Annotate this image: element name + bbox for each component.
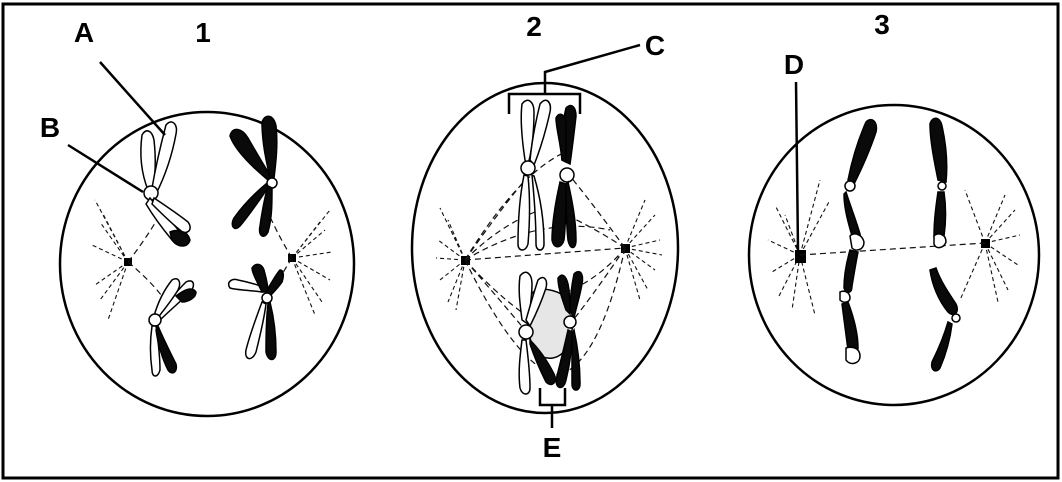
stage-label-3: 3 <box>874 9 890 40</box>
part-label-c: C <box>645 30 665 61</box>
aster-left-3 <box>767 179 831 316</box>
stage-label-2: 2 <box>526 11 542 42</box>
chromosome-pair-upper <box>517 99 577 251</box>
chromosome-white-upper <box>140 121 191 247</box>
aster-right-1 <box>288 209 333 316</box>
part-label-a: A <box>74 17 94 48</box>
pointer-d <box>794 81 800 251</box>
part-label-d: D <box>784 49 804 80</box>
aster-left-2 <box>435 207 470 311</box>
cell-membrane-3 <box>747 103 1041 407</box>
chromosome-black-lower <box>227 263 285 361</box>
bracket-e <box>538 388 567 407</box>
aster-right-2 <box>621 199 663 301</box>
stage-3-cell: 3 <box>747 9 1041 407</box>
stage-label-1: 1 <box>195 17 211 48</box>
pointer-b <box>67 143 144 194</box>
chromosome-black-upper <box>229 115 278 237</box>
cell-membrane-1 <box>58 110 356 418</box>
aster-right-3 <box>959 189 1021 303</box>
part-label-b: B <box>40 112 60 143</box>
chromosome-column-left <box>839 118 878 365</box>
aster-left-1 <box>91 199 132 321</box>
stage-1-cell: 1 <box>58 17 356 418</box>
chromosome-pair-lower <box>518 270 584 395</box>
chromosome-white-lower <box>148 278 197 377</box>
pointer-c <box>543 43 641 94</box>
chromosome-column-right <box>929 117 961 372</box>
pointer-a <box>99 61 166 136</box>
centromere <box>143 185 159 201</box>
stage-2-cell: 2 <box>410 11 680 415</box>
part-label-e: E <box>543 432 562 463</box>
